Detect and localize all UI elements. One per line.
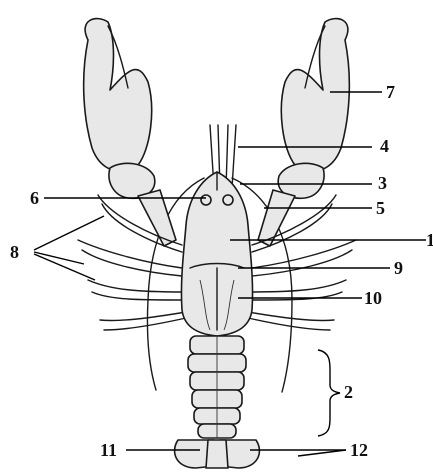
label-3: 3 xyxy=(378,173,387,193)
cephalothorax xyxy=(181,172,252,336)
walking-legs-left xyxy=(78,195,186,330)
label-12: 12 xyxy=(350,440,368,460)
label-6: 6 xyxy=(30,188,39,208)
left-claw xyxy=(84,19,176,246)
label-1: 1 xyxy=(426,230,433,250)
right-claw xyxy=(258,19,349,246)
label-11: 11 xyxy=(100,440,117,460)
tail-fan xyxy=(175,440,260,468)
abdomen xyxy=(188,336,246,438)
label-2: 2 xyxy=(344,382,353,402)
label-9: 9 xyxy=(394,258,403,278)
label-5: 5 xyxy=(376,198,385,218)
label-10: 10 xyxy=(364,288,382,308)
label-7: 7 xyxy=(386,82,395,102)
label-8: 8 xyxy=(10,242,19,262)
walking-legs-right xyxy=(248,195,356,330)
label-4: 4 xyxy=(380,136,389,156)
abdomen-brace xyxy=(318,350,340,436)
